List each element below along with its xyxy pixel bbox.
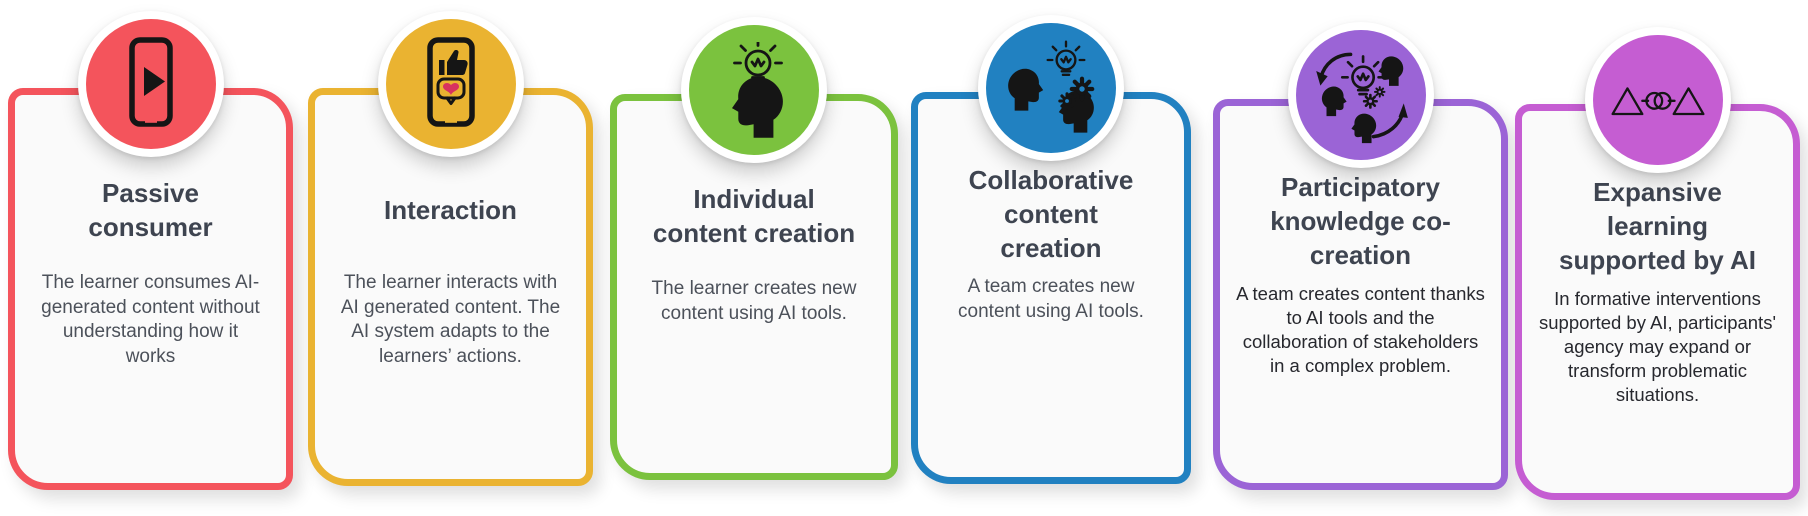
card-title: Expansive learning supported by AI: [1559, 177, 1756, 275]
card-participatory-knowledge-co-creation: Participatory knowledge co- creation A t…: [1213, 22, 1508, 490]
card-interaction: Interaction The learner interacts with A…: [308, 11, 593, 486]
icon-disk: [1295, 30, 1426, 160]
card-description: A team creates content thanks to AI tool…: [1236, 283, 1485, 376]
heads-lightbulb-gears-icon: [1008, 40, 1095, 133]
tablet-play-icon: [128, 37, 173, 127]
head-lightbulb-icon: [732, 42, 783, 138]
icon-disk: [385, 19, 516, 149]
card-expansive-learning-supported-by-ai: Expansive learning supported by AI In fo…: [1515, 27, 1800, 500]
card-title: Interaction: [384, 195, 517, 225]
card-title: Collaborative content creation: [968, 165, 1134, 263]
icon-disk: [986, 23, 1116, 153]
card-description: The learner creates new content using AI…: [651, 278, 857, 324]
icon-badge: [681, 17, 827, 163]
card-title: Individual content creation: [652, 184, 856, 248]
co-creation-cycle-icon: [1315, 52, 1408, 144]
icon-badge: [377, 11, 524, 157]
card-title: Participatory knowledge co- creation: [1270, 172, 1451, 270]
card-title: Passive consumer: [88, 178, 213, 242]
icon-badge: [1584, 27, 1731, 173]
icon-badge: [77, 11, 224, 157]
triangles-linked-circles-icon: [1610, 87, 1705, 116]
card-description: In formative interventions supported by …: [1539, 288, 1776, 405]
icon-disk: [689, 25, 819, 155]
icon-badge: [978, 15, 1124, 161]
icon-disk: [1592, 35, 1723, 165]
card-description: A team creates new content using AI tool…: [958, 276, 1144, 322]
icon-badge: [1287, 22, 1434, 168]
card-individual-content-creation: Individual content creation The learner …: [610, 17, 898, 480]
card-description: The learner consumes AI-generated conten…: [41, 272, 260, 367]
card-passive-consumer: Passive consumer The learner consumes AI…: [8, 11, 293, 490]
card-description: The learner interacts with AI generated …: [340, 272, 561, 367]
tablet-thumbs-up-heart-icon: [426, 37, 475, 127]
icon-disk: [85, 19, 216, 149]
card-collaborative-content-creation: Collaborative content creation A team cr…: [911, 15, 1191, 484]
